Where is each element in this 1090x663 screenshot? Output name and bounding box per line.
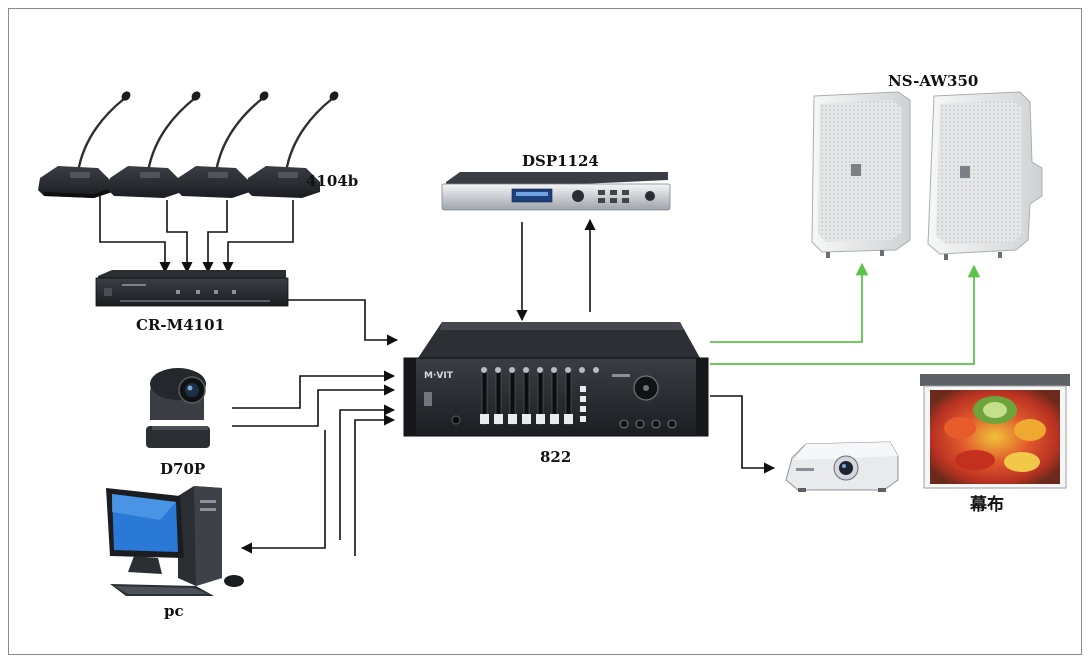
mixer-amplifier-icon: M·VIT: [403, 322, 709, 437]
rack-processor-icon: [441, 172, 671, 211]
svg-text:M·VIT: M·VIT: [424, 371, 454, 381]
camera-label: D70P: [160, 460, 205, 478]
mics-label: 4104b: [306, 172, 358, 190]
speaker-wires: [710, 262, 981, 365]
mixer-label: 822: [540, 448, 571, 466]
desktop-computer-icon: [106, 486, 244, 596]
pc-label: pc: [164, 602, 184, 620]
wire-mic2-controller: [166, 200, 193, 274]
gooseneck-microphone-icon: [38, 91, 339, 198]
wire-mixer-pc: [240, 430, 326, 554]
controller-label: CR-M4101: [136, 316, 225, 334]
wire-mixer-speaker-right: [710, 264, 981, 365]
wire-controller-mixer: [288, 299, 399, 346]
wire-mixer-projector: [710, 395, 776, 474]
wall-speaker-icon: [811, 91, 1043, 260]
dsp-label: DSP1124: [522, 152, 599, 170]
projection-screen-icon: [920, 374, 1070, 489]
wire-mixer-speaker-left: [710, 262, 869, 343]
wire-mic1-controller: [99, 196, 171, 274]
signal-wires: [99, 196, 776, 556]
wire-mic4-controller: [222, 200, 294, 274]
ptz-camera-icon: [146, 368, 210, 448]
wire-pc-mixer-1: [339, 404, 396, 540]
wire-pc-mixer-2: [354, 414, 396, 556]
wire-camera-mixer-1: [232, 370, 396, 409]
wire-camera-mixer-2: [232, 384, 396, 427]
rack-unit-icon: [95, 270, 289, 307]
projector-icon: [785, 441, 899, 492]
wire-mic3-controller: [202, 200, 228, 274]
screen-label: 幕布: [969, 494, 1004, 515]
speakers-label: NS-AW350: [888, 72, 978, 90]
